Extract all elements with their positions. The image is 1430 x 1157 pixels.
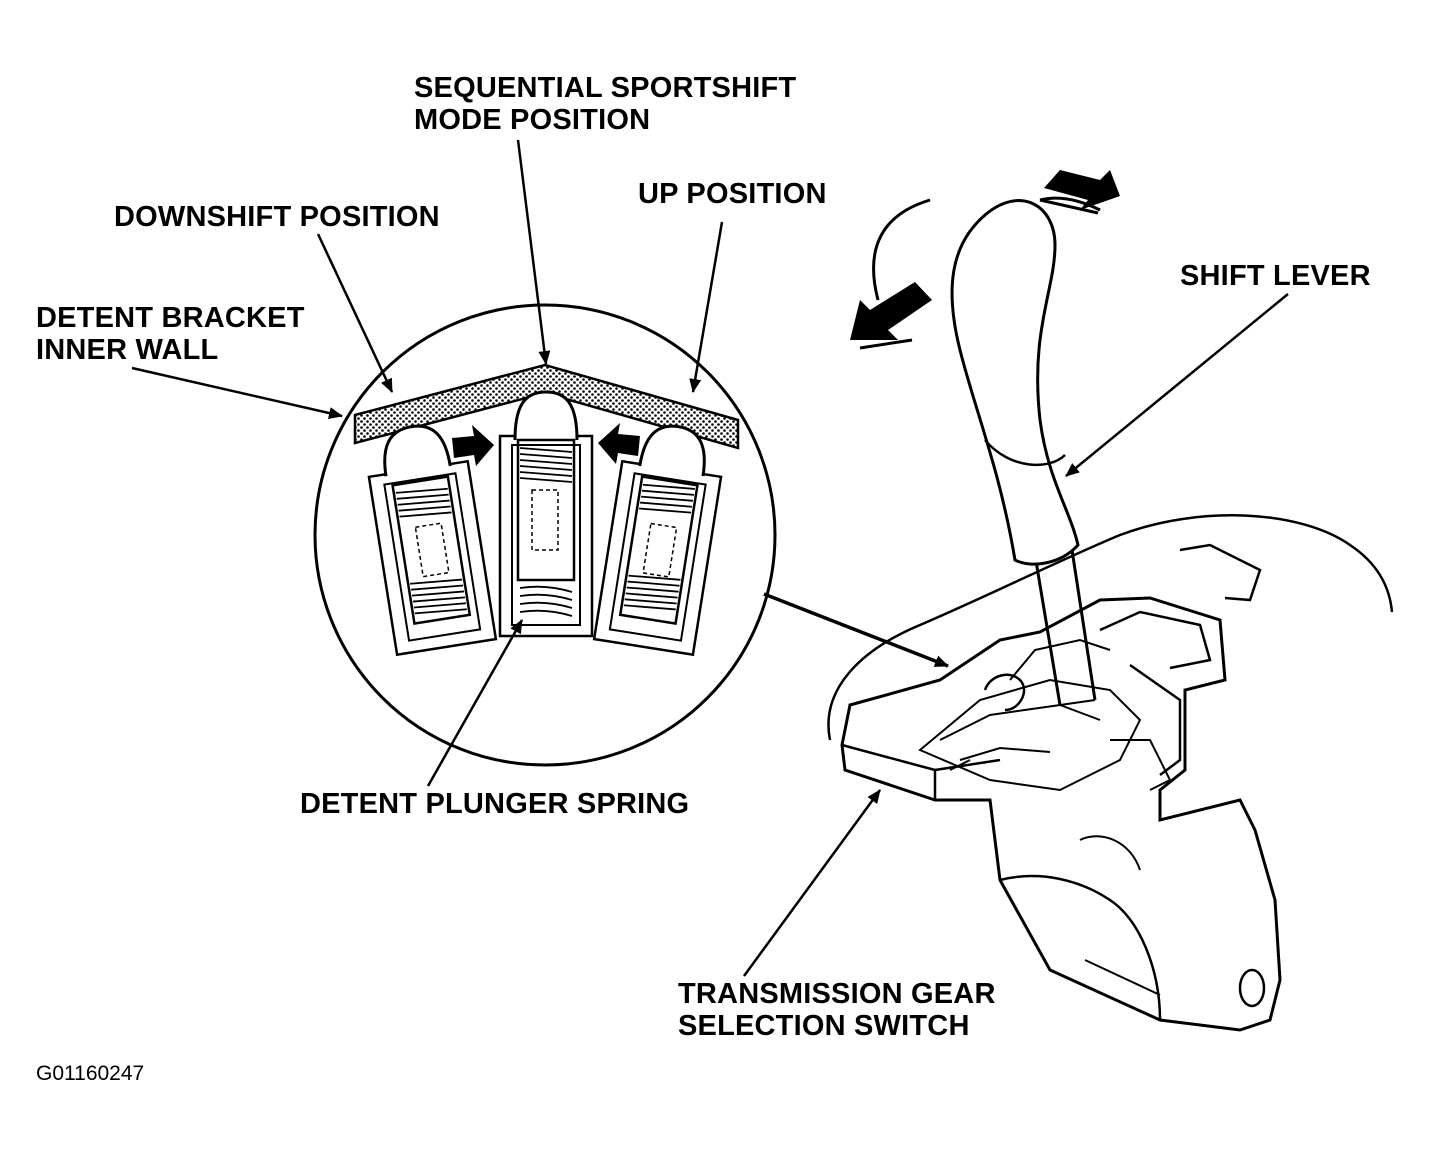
shift-knob (950, 199, 1080, 566)
leader-plunger-spring (426, 619, 524, 787)
detail-view (313, 303, 777, 767)
label-shift-lever: SHIFT LEVER (1180, 260, 1371, 292)
console-outline (827, 514, 1394, 741)
shift-assembly (827, 170, 1394, 1032)
label-detent-plunger-spring: DETENT PLUNGER SPRING (300, 788, 690, 820)
leader-detent-bracket (131, 366, 343, 419)
downshift-arrow-icon (850, 282, 932, 340)
detent-bracket-inner-wall (353, 363, 740, 450)
right-arrow-icon (452, 425, 494, 466)
leader-tgs (742, 789, 882, 977)
mounting-hole (1238, 968, 1266, 1008)
center-plunger (498, 390, 594, 638)
label-up-position: UP POSITION (638, 178, 827, 210)
left-arrow-icon (598, 423, 640, 464)
leader-downshift (316, 233, 394, 393)
lever-shaft (1033, 549, 1097, 706)
figure-id: G01160247 (36, 1062, 145, 1085)
label-detent-bracket-line1: DETENT BRACKET (36, 302, 305, 334)
detail-circle (313, 303, 777, 767)
upshift-arrow-icon (1044, 170, 1120, 210)
label-sequential-line2: MODE POSITION (414, 104, 651, 136)
switch-housing (840, 596, 1282, 1032)
label-transmission-gear-switch: TRANSMISSION GEAR SELECTION SWITCH (678, 978, 996, 1042)
leader-shift-lever (1065, 293, 1289, 477)
leader-detail-to-switch (763, 592, 949, 668)
label-detent-bracket: DETENT BRACKET INNER WALL (36, 302, 305, 366)
label-detent-bracket-line2: INNER WALL (36, 334, 219, 366)
right-plunger (592, 424, 723, 657)
leader-lines (131, 139, 1289, 977)
label-sequential-sportshift: SEQUENTIAL SPORTSHIFT MODE POSITION (414, 72, 796, 136)
label-downshift-position: DOWNSHIFT POSITION (114, 201, 440, 233)
leader-up (689, 221, 724, 393)
label-tgs-line2: SELECTION SWITCH (678, 1010, 970, 1042)
label-sequential-line1: SEQUENTIAL SPORTSHIFT (414, 72, 797, 104)
label-tgs-line1: TRANSMISSION GEAR (678, 978, 996, 1010)
leader-sequential (516, 139, 551, 365)
left-plunger (367, 424, 498, 657)
